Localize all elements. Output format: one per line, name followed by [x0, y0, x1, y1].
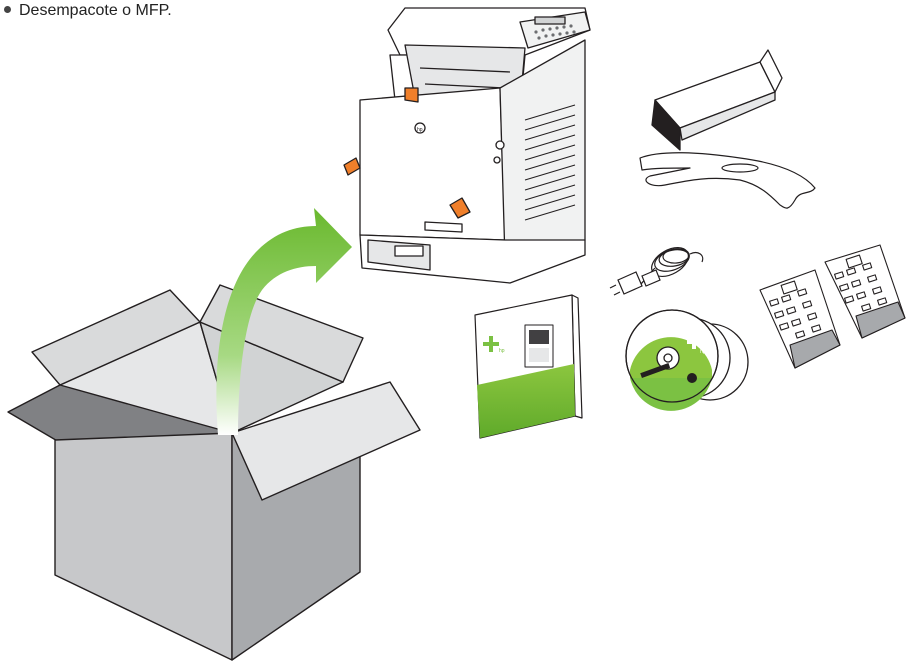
getting-started-guide: hp	[475, 295, 582, 438]
tray-extension	[652, 50, 782, 150]
packing-strap	[640, 153, 815, 208]
printer-mfp: hp	[344, 8, 590, 283]
software-cds: hp	[626, 310, 748, 411]
printer-logo: hp	[417, 127, 423, 133]
cd-logo: hp	[700, 349, 706, 355]
cardboard-box	[8, 285, 420, 660]
control-panel-overlay-2	[825, 245, 905, 338]
guide-logo: hp	[499, 348, 505, 354]
control-panel-overlay-1	[760, 270, 840, 368]
power-cord	[610, 242, 703, 295]
